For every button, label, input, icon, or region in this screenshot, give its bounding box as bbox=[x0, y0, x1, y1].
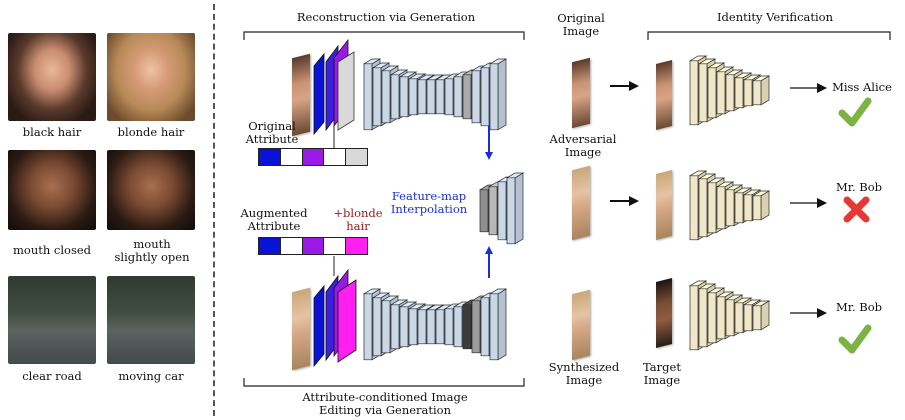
result-name-2: Mr. Bob bbox=[835, 180, 883, 194]
identity-bracket bbox=[647, 31, 891, 40]
cross-icon bbox=[843, 196, 870, 223]
black-hair-photo bbox=[8, 33, 96, 121]
check-icon-2 bbox=[838, 324, 872, 354]
example-label-mouth-open: mouth slightly open bbox=[114, 237, 190, 264]
example-label-mouth-closed: mouth closed bbox=[12, 243, 92, 257]
interpolation-network bbox=[478, 172, 525, 245]
top-network bbox=[362, 58, 508, 131]
adversarial-image-face bbox=[572, 165, 590, 241]
check-icon-1 bbox=[838, 97, 872, 127]
top-input-slabs bbox=[313, 38, 355, 136]
mid-net-layer-3 bbox=[505, 172, 525, 245]
mouth-closed-photo bbox=[8, 150, 96, 230]
bottom-bracket bbox=[243, 378, 525, 387]
result-name-1: Miss Alice bbox=[832, 80, 892, 94]
original-attribute-label: Original Attribute bbox=[245, 119, 299, 146]
clear-road-photo bbox=[8, 276, 96, 364]
verify-face-3 bbox=[656, 278, 672, 348]
original-image-face bbox=[572, 57, 590, 129]
verify-face-1 bbox=[656, 60, 672, 130]
adversarial-image-label: Adversarial Image bbox=[549, 132, 617, 159]
original-attribute-bar bbox=[258, 148, 368, 166]
bottom-input-slabs bbox=[313, 268, 357, 368]
verification-networks bbox=[688, 55, 771, 351]
original-image-label: Original Image bbox=[557, 11, 605, 38]
top-title: Reconstruction via Generation bbox=[296, 10, 476, 24]
verify-face-2 bbox=[656, 170, 672, 240]
top-net-layer-14 bbox=[488, 58, 508, 131]
example-label-blonde-hair: blonde hair bbox=[117, 125, 185, 139]
blonde-hair-photo bbox=[107, 33, 195, 121]
moving-car-photo bbox=[107, 276, 195, 364]
target-image-label: Target Image bbox=[643, 360, 681, 387]
bottom-network bbox=[362, 288, 508, 361]
synthesized-image-face bbox=[572, 289, 590, 361]
id-net-0-layer-7 bbox=[751, 75, 771, 106]
example-label-clear-road: clear road bbox=[22, 369, 82, 383]
example-label-moving-car: moving car bbox=[118, 369, 184, 383]
result-name-3: Mr. Bob bbox=[835, 300, 883, 314]
panel-divider bbox=[213, 4, 215, 416]
synthesized-image-label: Synthesized Image bbox=[548, 360, 620, 387]
top-bracket bbox=[243, 31, 525, 40]
interpolation-label: Feature-map Interpolation bbox=[390, 189, 468, 216]
example-label-black-hair: black hair bbox=[22, 125, 82, 139]
augmented-attribute-label: Augmented Attribute bbox=[240, 206, 308, 233]
bottom-net-layer-14 bbox=[488, 288, 508, 361]
bottom-input-face bbox=[292, 287, 310, 371]
mouth-open-photo bbox=[107, 150, 195, 230]
bottom-title: Attribute-conditioned Image Editing via … bbox=[302, 390, 468, 417]
augmented-attribute-bar bbox=[258, 237, 368, 255]
id-net-2-layer-7 bbox=[751, 300, 771, 331]
plus-blonde-label: +blonde hair bbox=[333, 206, 383, 233]
id-net-1-layer-7 bbox=[751, 190, 771, 221]
identity-title: Identity Verification bbox=[716, 10, 834, 24]
